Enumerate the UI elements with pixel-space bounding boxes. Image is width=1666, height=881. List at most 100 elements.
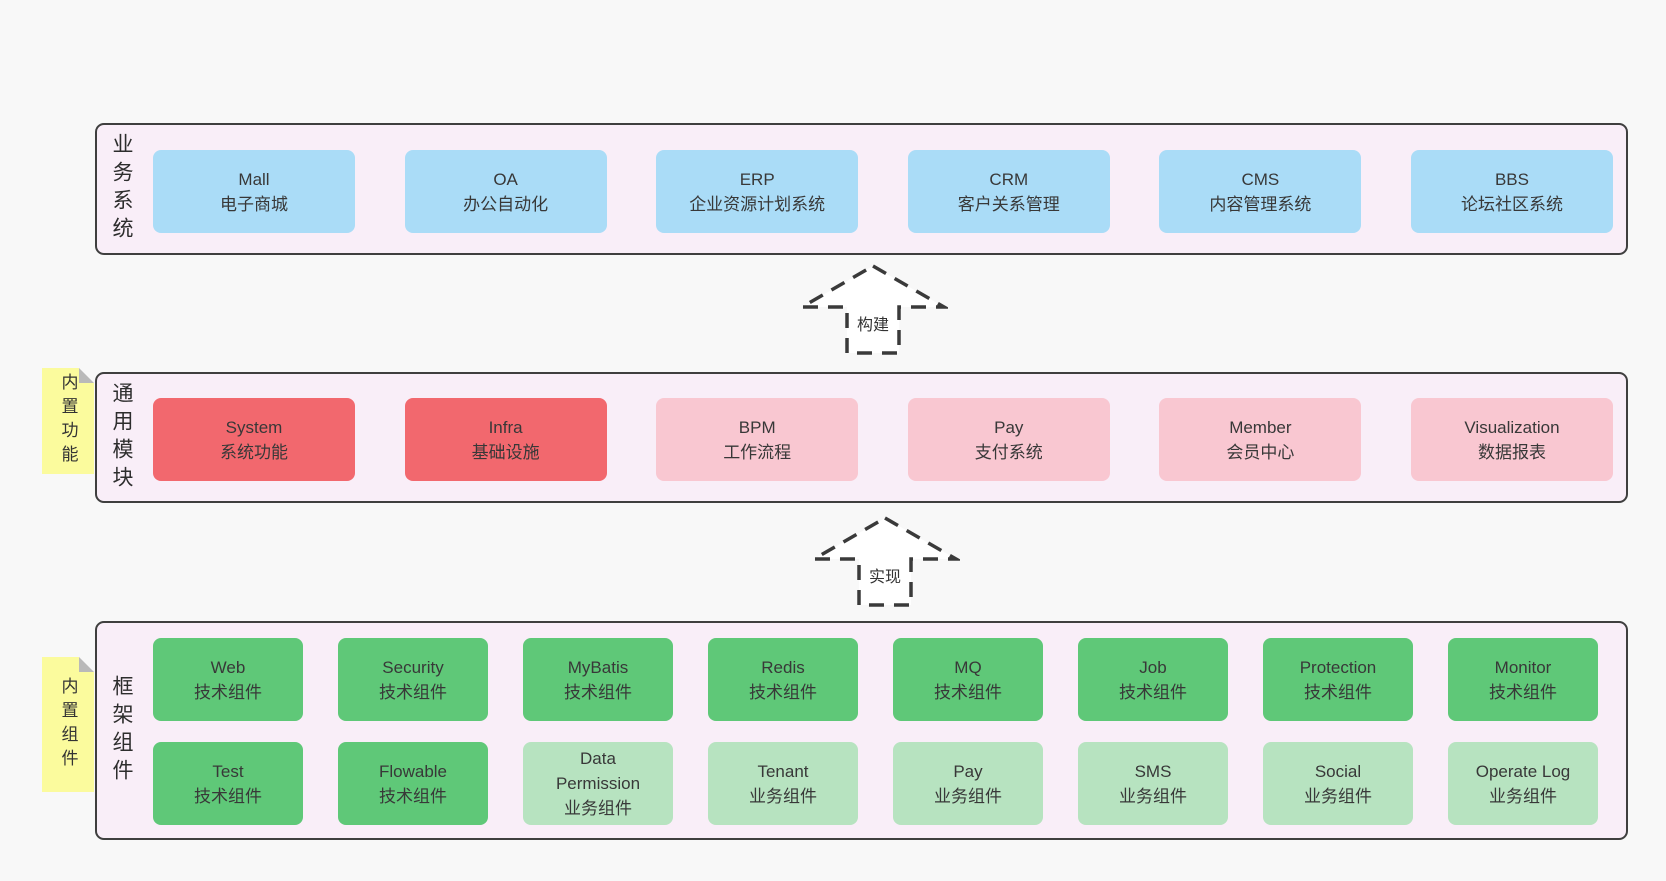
box-title: Test	[212, 761, 244, 781]
box-infra: Infra 基础设施	[404, 398, 607, 481]
arrow-build: 构建	[798, 262, 948, 357]
framework-components-row-1: Web 技术组件 Security 技术组件 MyBatis 技术组件 Redi…	[153, 638, 1598, 721]
box-security: Security 技术组件	[338, 638, 488, 721]
box-subtitle: 业务组件	[934, 786, 1002, 806]
box-tenant: Tenant 业务组件	[708, 742, 858, 825]
box-subtitle: 内容管理系统	[1209, 194, 1312, 214]
box-subtitle: 技术组件	[564, 682, 632, 702]
box-title: Tenant	[757, 761, 809, 781]
box-subtitle: 论坛社区系统	[1460, 194, 1563, 214]
box-job: Job 技术组件	[1078, 638, 1228, 721]
box-subtitle: 技术组件	[194, 786, 262, 806]
box-subtitle: 数据报表	[1477, 442, 1546, 462]
box-title: Monitor	[1494, 657, 1552, 677]
box-mq: MQ 技术组件	[893, 638, 1043, 721]
box-subtitle: 技术组件	[379, 682, 447, 702]
box-title: BPM	[738, 417, 776, 437]
sticky-note-builtin-features: 内置功能	[42, 368, 94, 474]
box-subtitle: 电子商城	[220, 194, 288, 214]
box-oa: OA 办公自动化	[404, 150, 607, 233]
box-cms: CMS 内容管理系统	[1159, 150, 1362, 233]
box-title: BBS	[1494, 169, 1529, 189]
box-bbs: BBS 论坛社区系统	[1410, 150, 1613, 233]
box-title: Mall	[238, 169, 270, 189]
box-pay-component: Pay 业务组件	[893, 742, 1043, 825]
box-visualization: Visualization 数据报表	[1410, 398, 1613, 481]
box-subtitle: 客户关系管理	[957, 194, 1060, 214]
box-title: Pay	[953, 761, 983, 781]
box-subtitle: 支付系统	[974, 442, 1043, 462]
box-title: Visualization	[1464, 417, 1560, 437]
sticky-note-label: 内置功能	[58, 373, 78, 469]
box-system: System 系统功能	[153, 398, 355, 481]
arrow-build-label: 构建	[852, 310, 894, 336]
box-subtitle: 技术组件	[749, 682, 817, 702]
folded-corner-icon	[79, 368, 94, 383]
box-subtitle: 系统功能	[220, 442, 288, 462]
section-label-business-systems: 业务系统	[110, 133, 133, 245]
box-title: Web	[210, 657, 246, 677]
box-title: Flowable	[378, 761, 448, 781]
dashed-up-arrow-icon	[810, 515, 960, 607]
box-pay-module: Pay 支付系统	[907, 398, 1110, 481]
box-protection: Protection 技术组件	[1263, 638, 1413, 721]
box-title: SMS	[1134, 761, 1172, 781]
section-label-framework-components: 框架组件	[110, 674, 133, 787]
box-title: Data Permission	[555, 749, 641, 793]
section-business-systems: 业务系统 Mall 电子商城 OA 办公自动化 ERP 企业资源计划系统 CRM…	[95, 123, 1628, 255]
box-subtitle: 会员中心	[1226, 442, 1295, 462]
box-title: Protection	[1299, 657, 1377, 677]
section-framework-components: 框架组件 Web 技术组件 Security 技术组件 MyBatis 技术组件…	[95, 621, 1628, 840]
box-subtitle: 技术组件	[1304, 682, 1372, 702]
dashed-up-arrow-icon	[798, 263, 948, 355]
box-redis: Redis 技术组件	[708, 638, 858, 721]
common-modules-row: System 系统功能 Infra 基础设施 BPM 工作流程 Pay 支付系统…	[153, 398, 1613, 481]
box-subtitle: 业务组件	[1489, 786, 1557, 806]
box-title: Operate Log	[1475, 761, 1571, 781]
box-mybatis: MyBatis 技术组件	[523, 638, 673, 721]
box-data-permission: Data Permission 业务组件	[523, 742, 673, 825]
box-title: CMS	[1241, 169, 1280, 189]
box-subtitle: 业务组件	[749, 786, 817, 806]
box-title: Member	[1229, 417, 1292, 437]
box-subtitle: 工作流程	[723, 442, 792, 462]
box-subtitle: 基础设施	[471, 442, 540, 462]
box-title: MyBatis	[567, 657, 629, 677]
box-title: Infra	[488, 417, 523, 437]
box-subtitle: 企业资源计划系统	[689, 194, 826, 214]
sticky-note-label: 内置组件	[58, 676, 78, 773]
box-title: ERP	[739, 169, 775, 189]
box-operate-log: Operate Log 业务组件	[1448, 742, 1598, 825]
box-subtitle: 业务组件	[1119, 786, 1187, 806]
box-title: CRM	[989, 169, 1029, 189]
box-flowable: Flowable 技术组件	[338, 742, 488, 825]
box-title: System	[225, 417, 283, 437]
box-erp: ERP 企业资源计划系统	[656, 150, 859, 233]
box-sms: SMS 业务组件	[1078, 742, 1228, 825]
box-title: Job	[1139, 657, 1167, 677]
box-subtitle: 技术组件	[194, 682, 262, 702]
section-label-common-modules: 通用模块	[110, 381, 133, 494]
box-subtitle: 办公自动化	[463, 194, 549, 214]
box-test: Test 技术组件	[153, 742, 303, 825]
box-title: Pay	[994, 417, 1024, 437]
box-subtitle: 业务组件	[1304, 786, 1372, 806]
section-common-modules: 通用模块 System 系统功能 Infra 基础设施 BPM 工作流程 Pay…	[95, 372, 1628, 503]
box-subtitle: 技术组件	[934, 682, 1002, 702]
box-web: Web 技术组件	[153, 638, 303, 721]
box-subtitle: 业务组件	[564, 799, 632, 818]
box-member: Member 会员中心	[1159, 398, 1362, 481]
business-systems-row: Mall 电子商城 OA 办公自动化 ERP 企业资源计划系统 CRM 客户关系…	[153, 150, 1613, 233]
box-title: MQ	[954, 657, 982, 677]
box-subtitle: 技术组件	[1119, 682, 1187, 702]
sticky-note-builtin-components: 内置组件	[42, 657, 94, 792]
folded-corner-icon	[79, 657, 94, 672]
box-title: OA	[493, 169, 518, 189]
box-subtitle: 技术组件	[379, 786, 447, 806]
box-title: Redis	[761, 657, 805, 677]
box-mall: Mall 电子商城	[153, 150, 355, 233]
box-title: Security	[382, 657, 444, 677]
arrow-implement-label: 实现	[864, 562, 906, 588]
box-monitor: Monitor 技术组件	[1448, 638, 1598, 721]
box-social: Social 业务组件	[1263, 742, 1413, 825]
